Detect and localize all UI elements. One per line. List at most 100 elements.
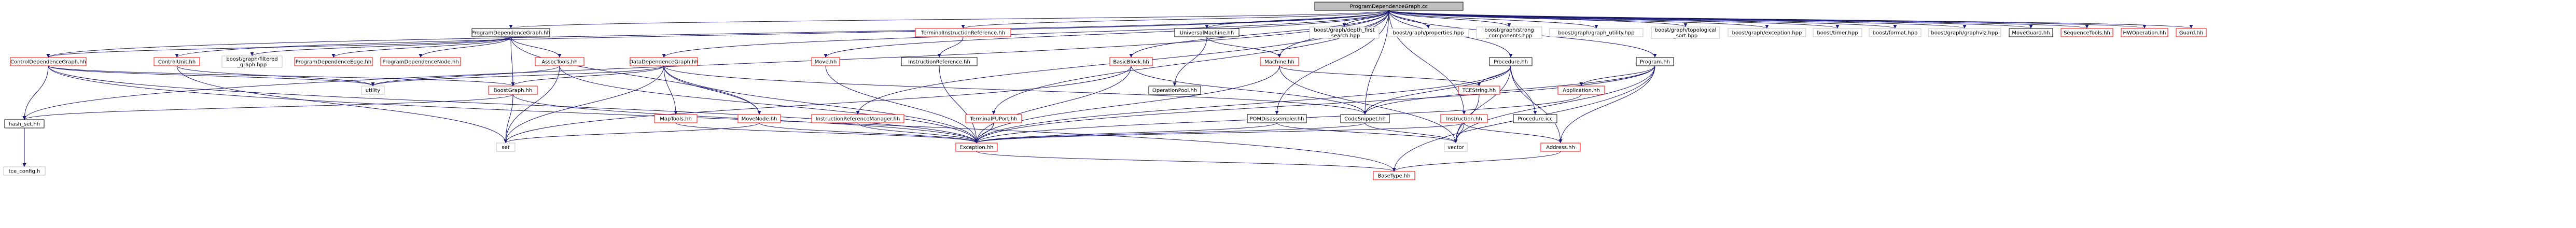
node-guard[interactable]: Guard.hh [2176, 28, 2207, 37]
node-pom-hh[interactable]: POMDisassembler.hh [1247, 114, 1307, 123]
node-bgraph-hh[interactable]: BoostGraph.hh [488, 86, 538, 95]
edge-machine_hh-to-vector [1279, 65, 1458, 144]
edge-ddg_hh-to-movenode_hh [663, 65, 761, 115]
edge-ddg_hh-to-codesnip_hh [663, 65, 1367, 115]
edge-exception_hh-to-basetype_hh [976, 151, 1396, 172]
node-seqtools[interactable]: SequenceTools.hh [2060, 28, 2113, 37]
node-box [2009, 28, 2053, 37]
edge-machine_hh-to-exception_hh [974, 65, 1280, 144]
node-tir-hh[interactable]: TerminalInstructionReference.hh [915, 28, 1011, 37]
edge-root-to-cu_hh [175, 10, 1389, 58]
node-label: boost/graph/strong [1484, 27, 1534, 33]
node-label: Address.hh [1546, 145, 1575, 151]
node-procicc[interactable]: Procedure.icc [1513, 114, 1557, 123]
node-bexc: boost/graph/exception.hpp [1728, 28, 1806, 37]
edge-root-to-tfu_hh [992, 10, 1389, 115]
edge-root-to-instr_hh [1388, 10, 1466, 115]
node-ddg-hh[interactable]: DataDependenceGraph.hh [629, 57, 699, 66]
node-app-hh[interactable]: Application.hh [1557, 86, 1605, 95]
node-box [221, 55, 283, 68]
node-root: ProgramDependenceGraph.cc [1314, 2, 1464, 11]
node-label: boost/graph/graphviz.hpp [1931, 31, 1998, 36]
node-label: boost/graph/topological [1655, 27, 1717, 33]
edge-prog_hh-to-codesnip_hh [1363, 65, 1655, 115]
node-label: InstructionReferenceManager.hh [816, 117, 900, 122]
node-box [1476, 26, 1542, 39]
node-label: BoostGraph.hh [494, 88, 533, 94]
node-box [1458, 86, 1500, 95]
node-tfu-hh[interactable]: TerminalFUPort.hh [965, 114, 1022, 123]
edge-root-to-guard [1388, 10, 2193, 29]
node-box [811, 114, 904, 123]
node-label: TerminalFUPort.hh [969, 117, 1017, 122]
node-pdg-hh[interactable]: ProgramDependenceGraph.hh [471, 28, 550, 37]
node-label: ProgramDependenceGraph.cc [1350, 4, 1428, 10]
node-vector: vector [1444, 142, 1468, 152]
node-proc-hh[interactable]: Procedure.hh [1489, 57, 1533, 66]
node-instr-hh[interactable]: Instruction.hh [1440, 114, 1488, 123]
node-utility: utility [361, 86, 385, 95]
node-box [1174, 28, 1240, 37]
node-cdg-hh[interactable]: ControlDependenceGraph.hh [10, 57, 87, 66]
edge-ir_hh-to-exception_hh [939, 65, 979, 144]
node-box [737, 114, 781, 123]
node-bformat: boost/format.hpp [1869, 28, 1921, 37]
node-codesnip-hh[interactable]: CodeSnippet.hh [1340, 114, 1390, 123]
node-label: ProgramDependenceGraph.hh [471, 31, 550, 36]
node-btopo: boost/graph/topological_sort.hpp [1651, 26, 1720, 39]
node-tceconfig: tce_config.h [3, 166, 46, 176]
edge-cdg_hh-to-utility [48, 65, 375, 87]
node-assoc-hh[interactable]: AssocTools.hh [535, 57, 584, 66]
edge-root-to-bb_hh [1129, 10, 1389, 58]
node-hwop[interactable]: HWOperation.hh [2121, 28, 2168, 37]
node-box [1636, 57, 1674, 66]
edge-root-to-hashset_hh [22, 10, 1389, 120]
node-machine-hh[interactable]: Machine.hh [1260, 57, 1299, 66]
edge-cu_hh-to-set [176, 65, 508, 144]
node-label: MapTools.hh [660, 117, 692, 122]
node-box [1489, 57, 1533, 66]
node-dfs: boost/graph/depth_first_search.hpp [1309, 26, 1380, 39]
node-tce-hh[interactable]: TCEString.hh [1458, 86, 1500, 95]
node-movenode-hh[interactable]: MoveNode.hh [737, 114, 781, 123]
node-box [1247, 114, 1307, 123]
node-label: Machine.hh [1264, 60, 1294, 65]
node-exception-hh[interactable]: Exception.hh [955, 142, 998, 152]
edge-root-to-pdg_hh [509, 10, 1389, 29]
node-ir-hh[interactable]: InstructionReference.hh [901, 57, 978, 66]
node-maptools-hh[interactable]: MapTools.hh [654, 114, 698, 123]
node-basetype-hh[interactable]: BaseType.hh [1373, 171, 1415, 180]
node-label: BasicBlock.hh [1113, 60, 1149, 65]
node-pdn-hh[interactable]: ProgramDependenceNode.hh [380, 57, 461, 66]
node-irm-hh[interactable]: InstructionReferenceManager.hh [811, 114, 904, 123]
node-box [1869, 28, 1921, 37]
node-label: TCEString.hh [1462, 88, 1496, 94]
edge-prog_hh-to-vector [1454, 65, 1655, 144]
node-um-hh[interactable]: UniversalMachine.hh [1174, 28, 1240, 37]
node-box [4, 119, 45, 129]
node-mguard[interactable]: MoveGuard.hh [2009, 28, 2053, 37]
node-move-hh[interactable]: Move.hh [811, 57, 840, 66]
edge-address_hh-to-basetype_hh [1392, 151, 1561, 172]
node-box [1373, 171, 1415, 180]
node-label: ProgramDependenceNode.hh [382, 60, 458, 65]
node-label: set [502, 145, 509, 151]
node-box [1728, 28, 1806, 37]
node-address-hh[interactable]: Address.hh [1540, 142, 1581, 152]
node-opool-hh[interactable]: OperationPool.hh [1148, 86, 1201, 95]
edge-pdg_hh-to-bgraph_hh [510, 36, 515, 87]
node-box [361, 86, 385, 95]
node-box [294, 57, 373, 66]
edges-layer [22, 10, 2193, 172]
node-box [535, 57, 584, 66]
node-pde-hh[interactable]: ProgramDependenceEdge.hh [294, 57, 373, 66]
node-prog-hh[interactable]: Program.hh [1636, 57, 1674, 66]
node-cu-hh[interactable]: ControlUnit.hh [154, 57, 200, 66]
node-bb-hh[interactable]: BasicBlock.hh [1109, 57, 1153, 66]
node-label: Procedure.icc [1517, 117, 1552, 122]
node-box [2060, 28, 2113, 37]
edge-instr_hh-to-exception_hh [974, 122, 1465, 144]
node-hashset-hh[interactable]: hash_set.hh [4, 119, 45, 129]
edge-assoc_hh-to-set [504, 65, 560, 144]
node-label: _graph.hpp [237, 62, 267, 68]
